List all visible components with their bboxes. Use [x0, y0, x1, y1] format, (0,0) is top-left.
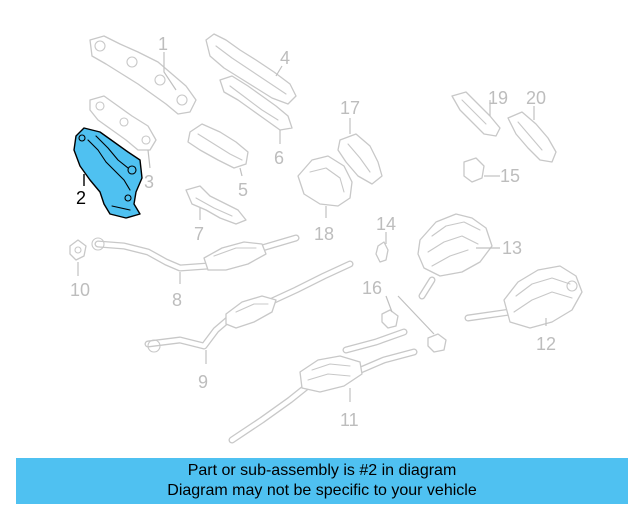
- callout-4: 4: [280, 48, 290, 68]
- callout-8: 8: [172, 290, 182, 310]
- info-banner: Part or sub-assembly is #2 in diagram Di…: [16, 458, 628, 504]
- part-19-bracket[interactable]: [451, 91, 501, 137]
- callout-1: 1: [158, 34, 168, 54]
- part-8-front-pipe[interactable]: [91, 234, 300, 272]
- callout-20: 20: [526, 88, 546, 108]
- callout-7: 7: [194, 224, 204, 244]
- part-6-bracket[interactable]: [219, 75, 293, 131]
- leader-3: [147, 149, 151, 169]
- part-7-bracket[interactable]: [185, 185, 247, 225]
- part-1-gasket[interactable]: [89, 35, 197, 115]
- part-14-hanger[interactable]: [375, 241, 389, 263]
- callout-6: 6: [274, 148, 284, 168]
- part-18-heat-shield[interactable]: [297, 155, 353, 207]
- banner-line-disclaimer: Diagram may not be specific to your vehi…: [167, 482, 477, 499]
- callout-9: 9: [198, 372, 208, 392]
- callout-11: 11: [340, 410, 359, 430]
- callout-14: 14: [376, 214, 396, 234]
- callout-13: 13: [502, 238, 522, 258]
- callout-2: 2: [76, 188, 86, 208]
- part-2-exhaust-manifold[interactable]: [73, 127, 143, 219]
- part-3-gasket[interactable]: [89, 95, 157, 151]
- part-10-flange-gasket[interactable]: [69, 239, 87, 261]
- callout-16: 16: [362, 278, 382, 298]
- part-9-intermediate-pipe[interactable]: [144, 260, 354, 353]
- callout-5: 5: [238, 180, 248, 200]
- callout-17: 17: [340, 98, 360, 118]
- banner-line-part: Part or sub-assembly is #2 in diagram: [187, 462, 457, 479]
- part-4-heat-shield[interactable]: [205, 33, 297, 105]
- callout-10: 10: [70, 280, 90, 300]
- part-11-center-pipe[interactable]: [228, 328, 418, 444]
- callout-12: 12: [536, 334, 556, 354]
- leader-4: [275, 65, 283, 77]
- callout-3: 3: [144, 172, 154, 192]
- part-17-heat-shield[interactable]: [337, 133, 383, 185]
- part-15-clamp[interactable]: [463, 157, 485, 183]
- leader-16: [385, 295, 435, 335]
- leader-1: [163, 52, 177, 91]
- part-13-muffler[interactable]: [417, 213, 493, 300]
- part-5-heat-plate[interactable]: [187, 123, 249, 169]
- callout-19: 19: [488, 88, 508, 108]
- part-20-bracket[interactable]: [507, 111, 557, 163]
- callout-15: 15: [500, 166, 520, 186]
- leader-5: [239, 167, 243, 177]
- part-16-clamps[interactable]: [381, 309, 447, 353]
- part-12-rear-muffler[interactable]: [464, 265, 583, 329]
- callout-18: 18: [314, 224, 334, 244]
